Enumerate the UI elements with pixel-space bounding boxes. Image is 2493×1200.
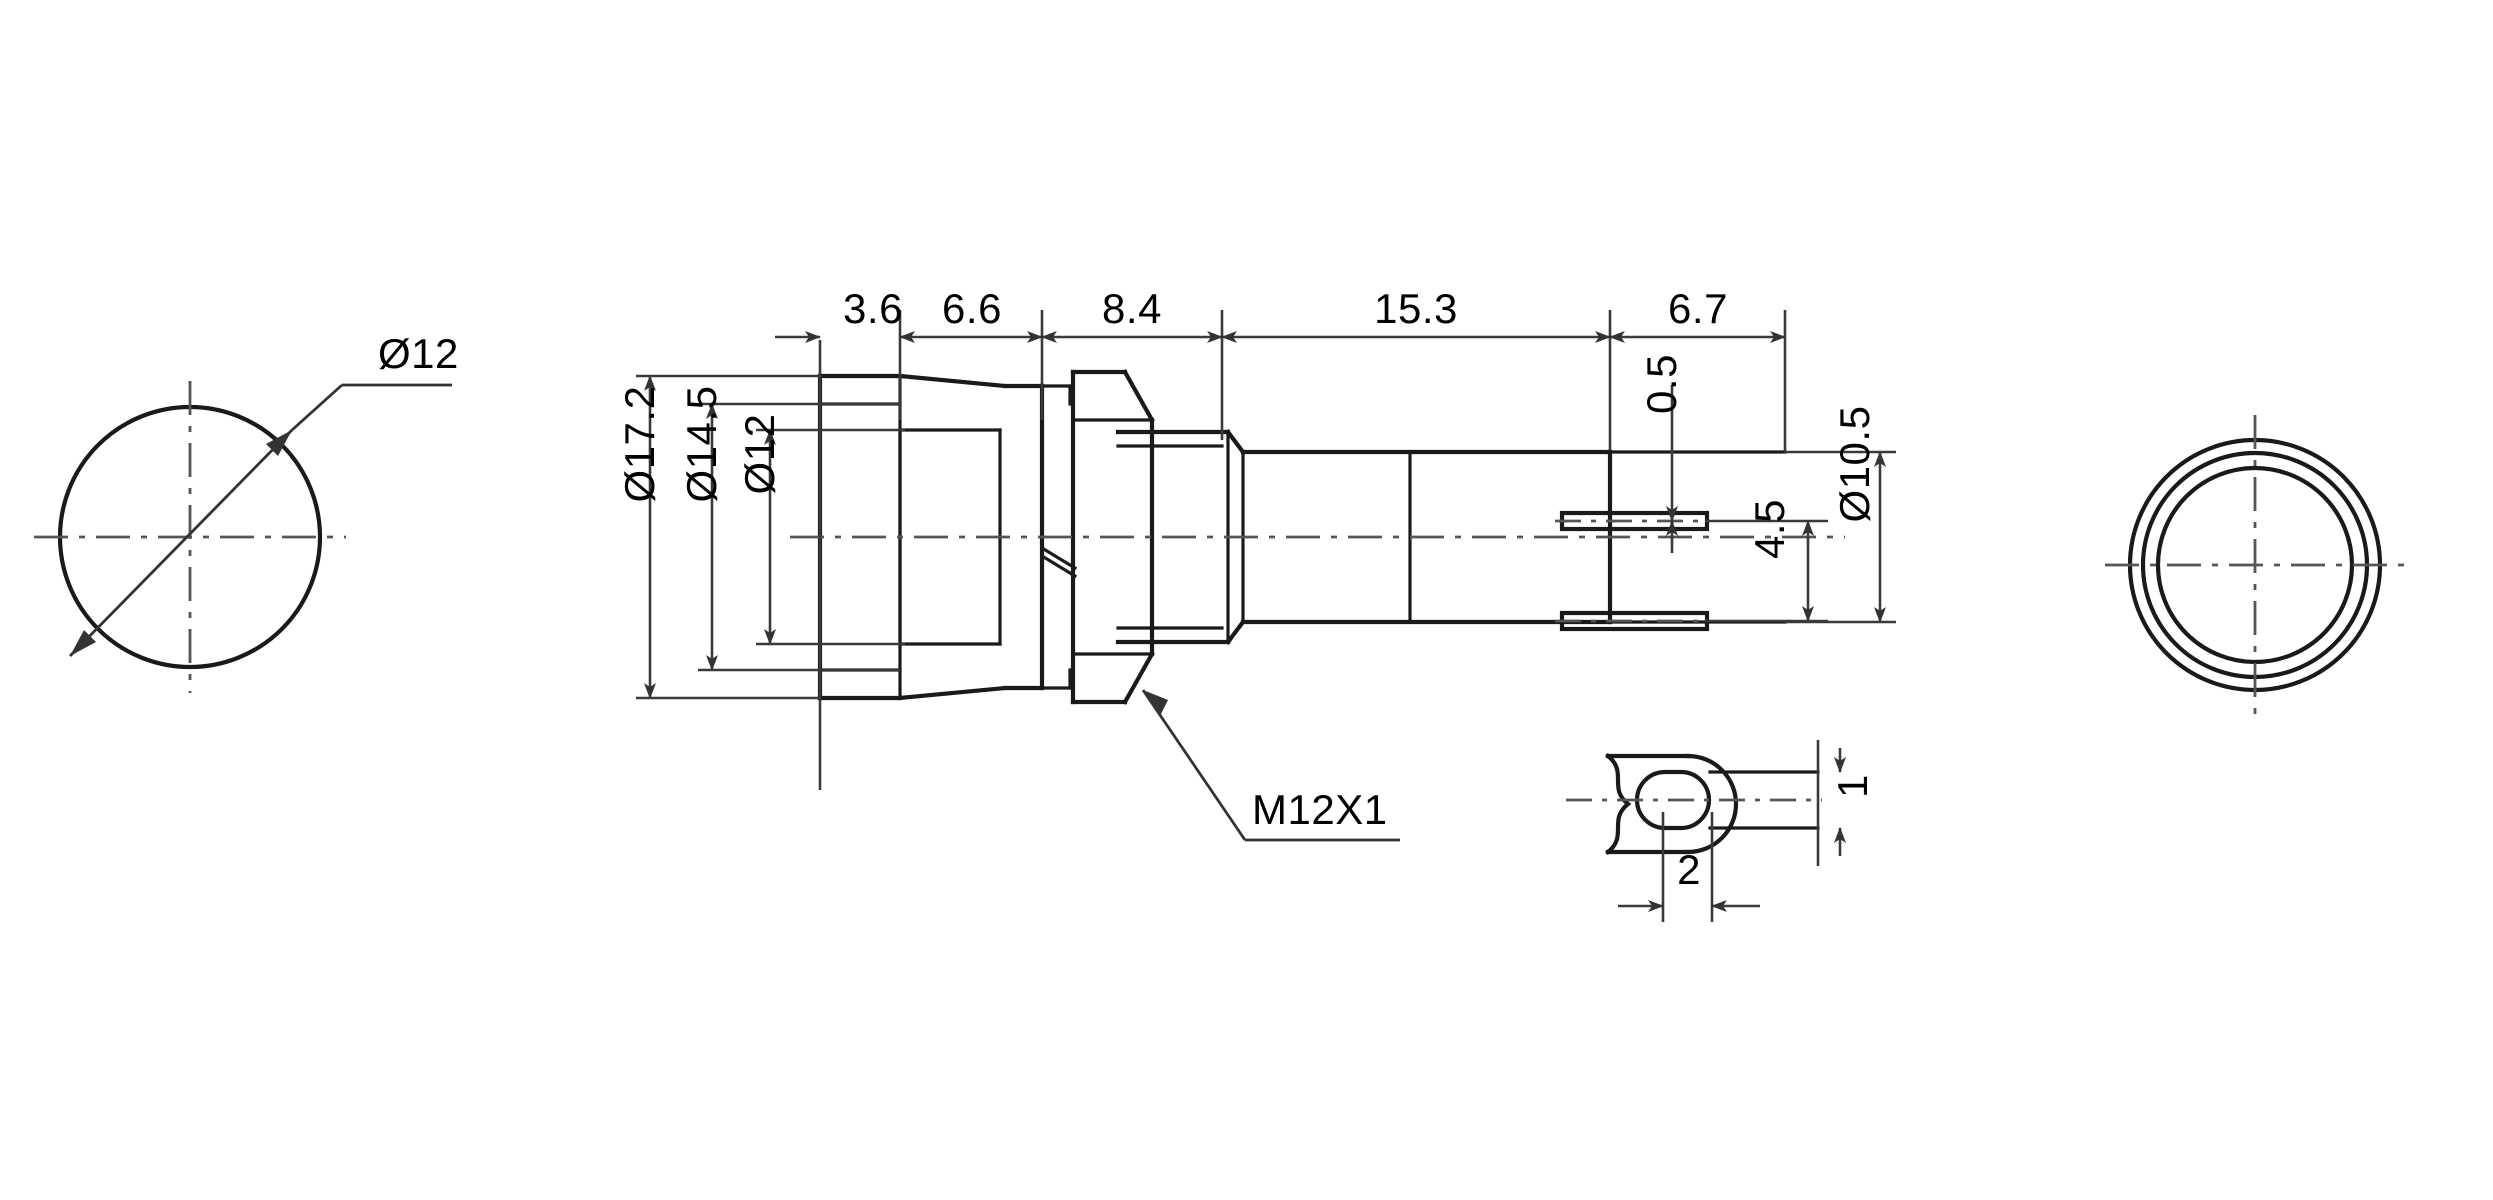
cap-taper-bottom xyxy=(897,685,1008,701)
dim-label-4-5: 4.5 xyxy=(1746,499,1793,559)
front-view-leader-elbow xyxy=(291,383,343,432)
cap-taper-top xyxy=(897,373,1008,389)
detail-rounded-end xyxy=(1685,753,1739,855)
detail-width-label: 2 xyxy=(1677,846,1701,893)
detail-break-symbol xyxy=(1605,753,1632,855)
dim-label-15-3: 15.3 xyxy=(1374,285,1458,332)
terminal-cross-section-detail xyxy=(1566,740,1846,922)
thread-spec-label: M12X1 xyxy=(1252,786,1388,833)
hexnut-chamfer-bottom xyxy=(1122,651,1155,705)
dim-label-d17-2: Ø17.2 xyxy=(616,385,663,503)
thread-end-chamfer-top xyxy=(1225,429,1246,455)
vertical-dimension-group-right xyxy=(1666,385,1896,624)
thread-end-chamfer-bottom xyxy=(1225,619,1246,645)
rear-circle-view xyxy=(2105,415,2405,715)
front-circle-view xyxy=(34,381,452,693)
leader-arrow-lower xyxy=(70,630,96,656)
dim-label-d10-5: Ø10.5 xyxy=(1831,405,1878,523)
thread-callout-leader xyxy=(1141,689,1400,842)
terminal-lower xyxy=(1555,610,1828,632)
section-break-mark-2 xyxy=(1039,553,1078,579)
dim-label-6-7: 6.7 xyxy=(1668,285,1728,332)
front-view-diameter-label: Ø12 xyxy=(378,330,459,377)
dim-label-d12-section: Ø12 xyxy=(736,413,783,495)
dim-label-8-4: 8.4 xyxy=(1102,285,1162,332)
section-break-mark-1 xyxy=(1039,545,1078,571)
dim-label-6-6: 6.6 xyxy=(942,285,1002,332)
longitudinal-section-view xyxy=(790,369,1845,705)
detail-thickness-label: 1 xyxy=(1829,774,1876,798)
front-view-diameter-leader xyxy=(69,429,293,657)
dim-label-3-6: 3.6 xyxy=(843,285,903,332)
leader-arrow-upper xyxy=(266,430,292,456)
rear-view-inner-circle xyxy=(2155,465,2355,665)
horizontal-dimension-chain xyxy=(775,310,1787,790)
vertical-dimension-group-left xyxy=(636,374,905,700)
dim-label-d14-5: Ø14.5 xyxy=(678,385,725,503)
terminal-upper-blade xyxy=(1559,510,1710,532)
hexnut-chamfer-top xyxy=(1122,369,1155,423)
m12x1-leader-arrow xyxy=(1143,690,1168,716)
dim-label-0-5: 0.5 xyxy=(1638,354,1685,414)
